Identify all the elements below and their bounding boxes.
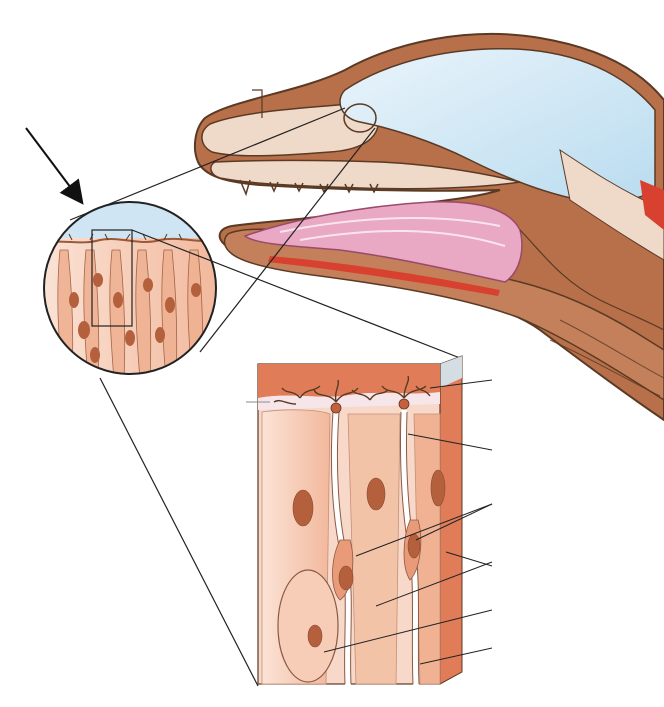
leader-lines	[323, 379, 493, 665]
tongue-muscle	[268, 256, 500, 296]
cilia	[273, 375, 431, 405]
upper-jaw	[210, 159, 521, 190]
dog-head	[193, 33, 664, 422]
nuclei	[292, 469, 446, 648]
neck-lines	[549, 319, 664, 397]
snout-bracket	[252, 89, 263, 118]
muscle-strip	[640, 180, 664, 230]
skull-strip	[559, 148, 664, 261]
sample-box	[91, 229, 133, 327]
magnified-circle	[43, 201, 217, 375]
pointer-arrow	[25, 127, 84, 205]
tongue	[243, 201, 523, 283]
sampling-region	[343, 103, 377, 133]
throat	[519, 229, 664, 331]
basal-cell	[277, 569, 339, 683]
upper-teeth	[239, 179, 379, 197]
epithelium-block	[246, 355, 463, 687]
zoom-lines-2	[99, 229, 461, 687]
tongue-lines	[279, 217, 506, 247]
zoom-lines-1	[69, 107, 376, 353]
